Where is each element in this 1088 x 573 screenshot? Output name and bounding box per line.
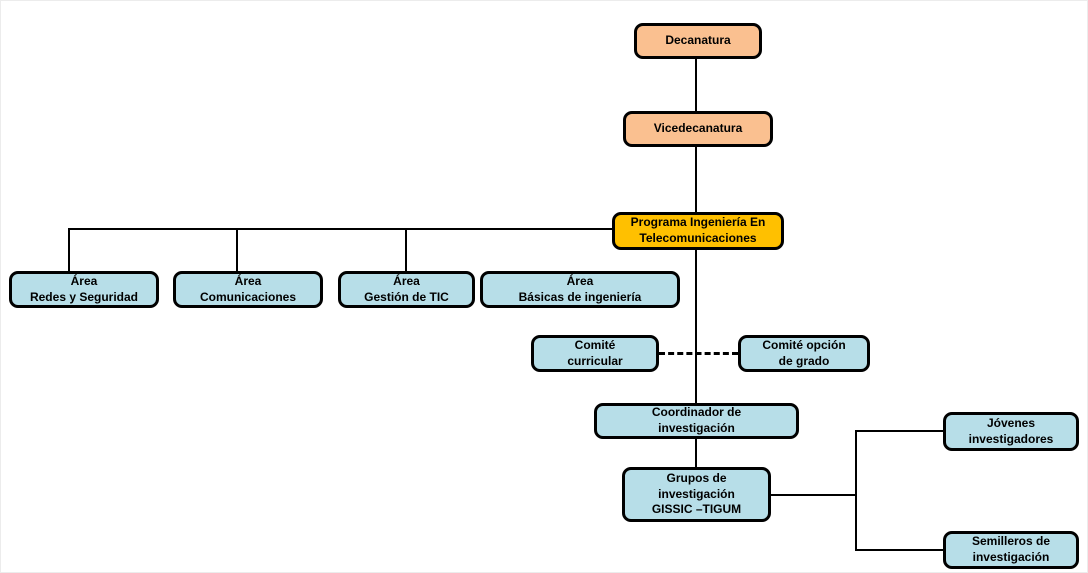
node-jovenes-investigadores: Jóvenes investigadores <box>943 412 1079 451</box>
node-area-redes-seguridad: Área Redes y Seguridad <box>9 271 159 308</box>
connector-semilleros <box>855 549 943 551</box>
connector-right-trunk <box>855 430 857 551</box>
connector-coordinador-grupos <box>695 439 697 467</box>
node-area-basicas-ingenieria: Área Básicas de ingeniería <box>480 271 680 308</box>
connector-areas-horizontal <box>68 228 614 230</box>
connector-vicedecanatura-programa <box>695 147 697 212</box>
connector-grupos-right <box>771 494 857 496</box>
node-grupos-investigacion: Grupos de investigación GISSIC –TIGUM <box>622 467 771 522</box>
node-comite-curricular: Comité curricular <box>531 335 659 372</box>
node-area-comunicaciones: Área Comunicaciones <box>173 271 323 308</box>
connector-drop-area-comunicaciones <box>236 228 238 271</box>
node-vicedecanatura: Vicedecanatura <box>623 111 773 147</box>
connector-drop-area-gestion <box>405 228 407 271</box>
node-decanatura: Decanatura <box>634 23 762 59</box>
connector-dashed-comites <box>659 352 738 355</box>
node-programa-ingenieria-telecomunicaciones: Programa Ingeniería En Telecomunicacione… <box>612 212 784 250</box>
connector-decanatura-vicedecanatura <box>695 59 697 111</box>
node-coordinador-investigacion: Coordinador de investigación <box>594 403 799 439</box>
connector-drop-area-redes <box>68 228 70 271</box>
node-area-gestion-tic: Área Gestión de TIC <box>338 271 475 308</box>
node-comite-opcion-grado: Comité opción de grado <box>738 335 870 372</box>
connector-jovenes <box>855 430 943 432</box>
node-semilleros-investigacion: Semilleros de investigación <box>943 531 1079 569</box>
connector-programa-coordinador <box>695 250 697 403</box>
